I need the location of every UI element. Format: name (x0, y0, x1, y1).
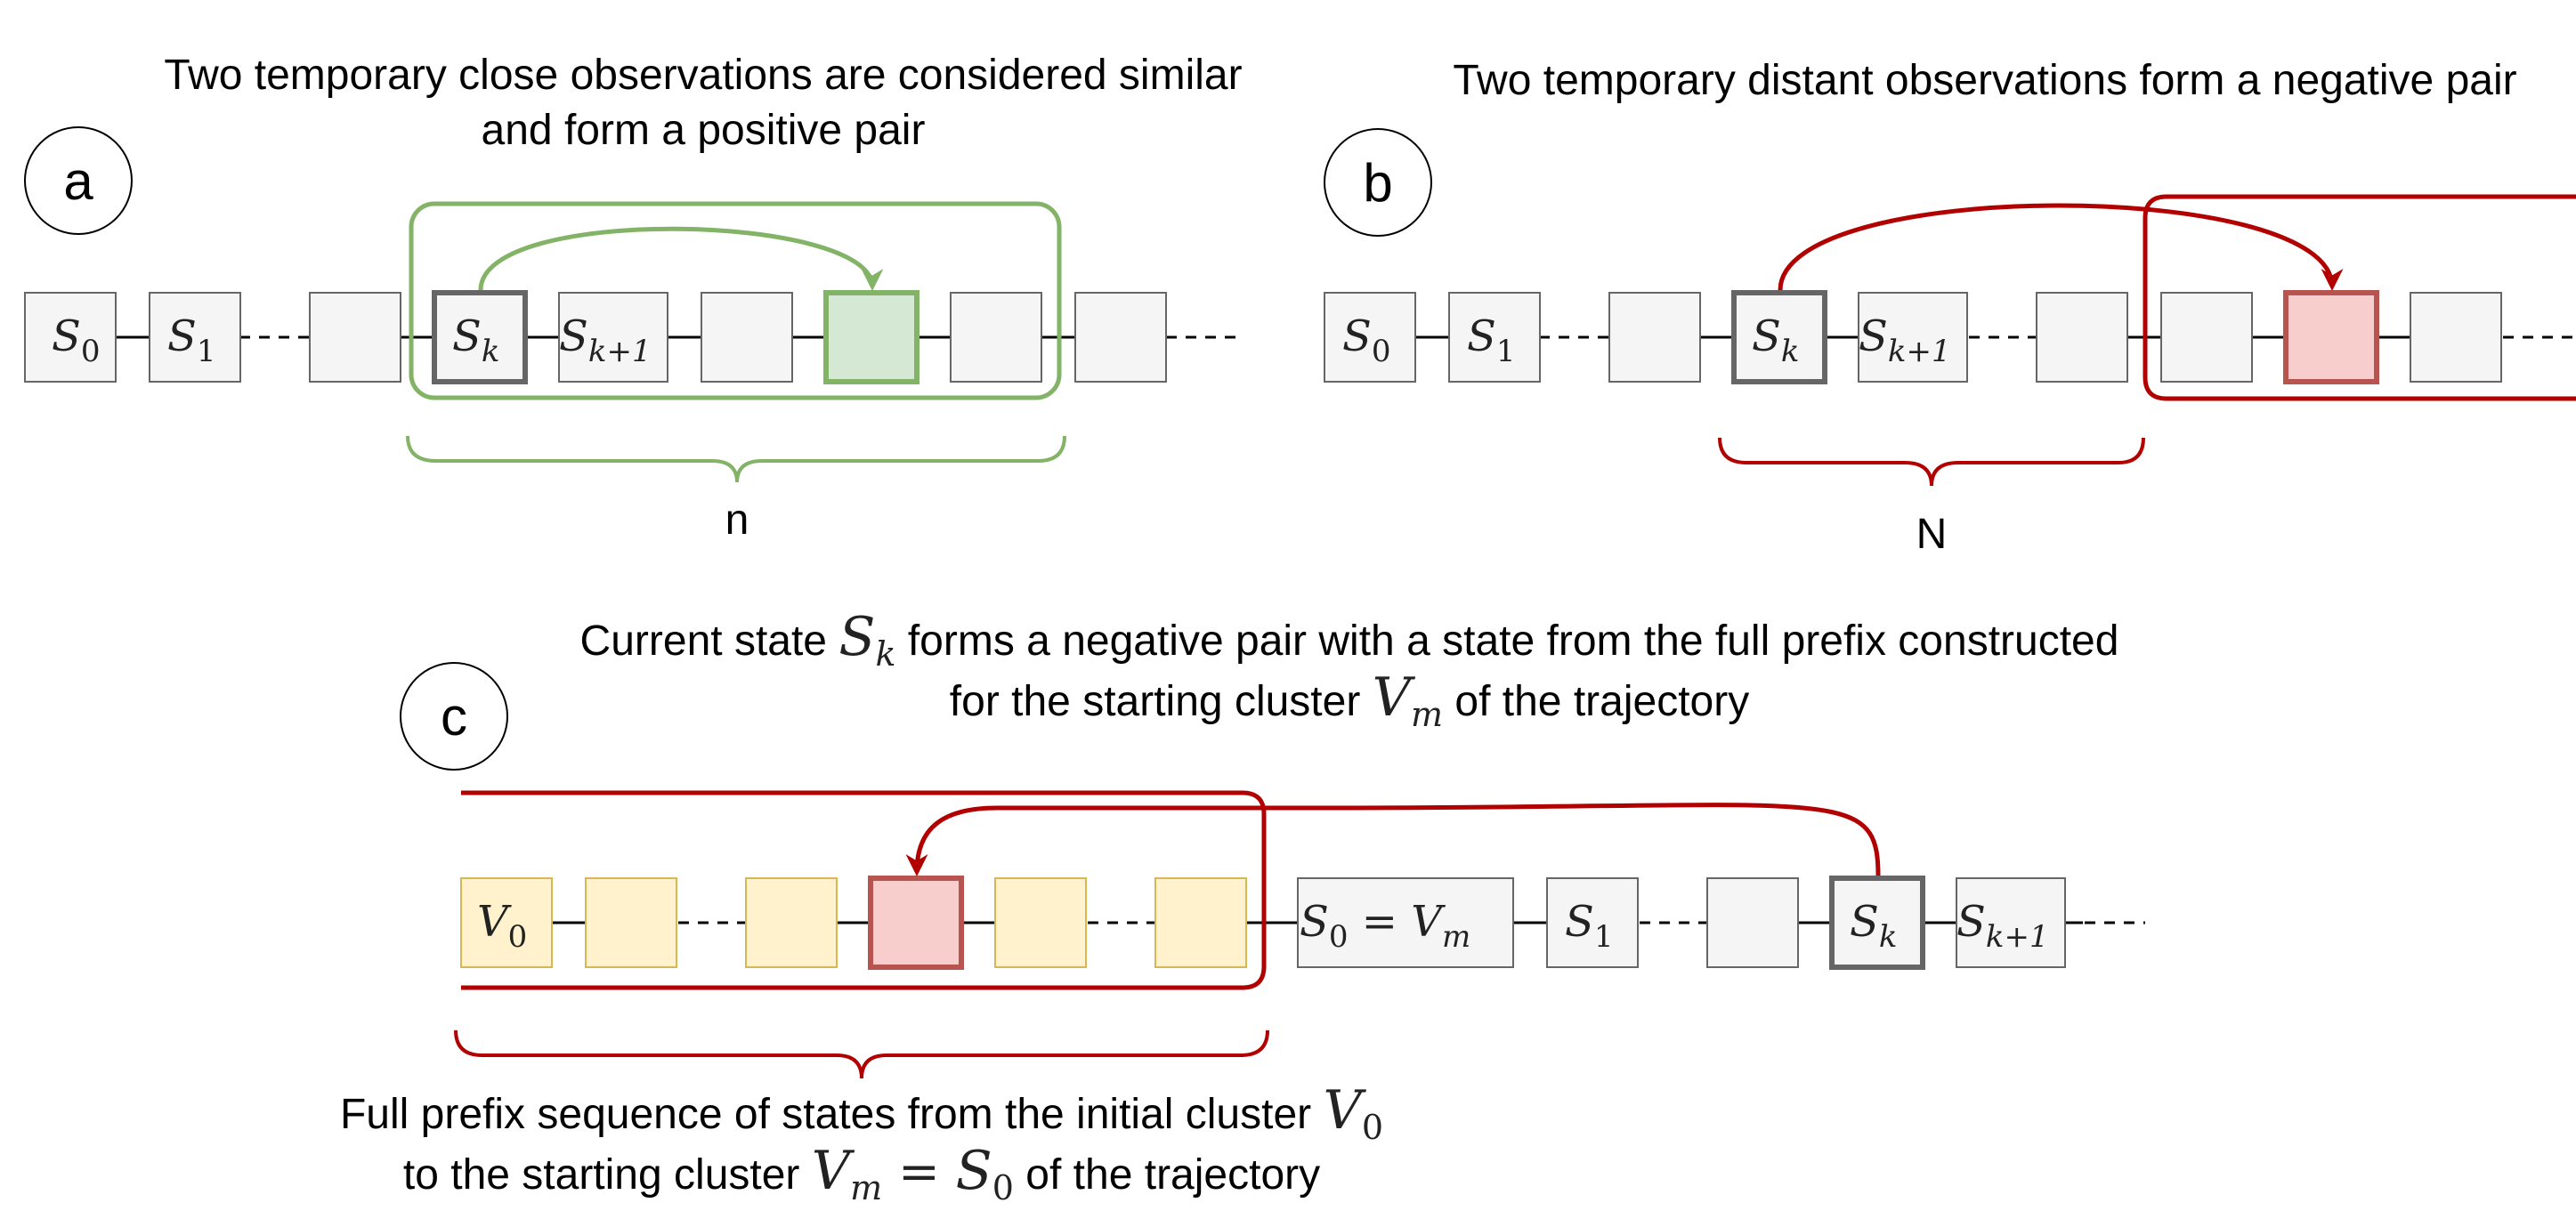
panel-c-bottom-line2: to the starting cluster Vm = S0 of the t… (403, 1140, 1320, 1207)
panel-a-state-sk (432, 290, 528, 384)
panel-b-state-sk (1731, 290, 1827, 384)
panel-c-letter-circle (400, 662, 508, 771)
panel-c-prefix-brace (454, 1029, 1269, 1079)
panel-c-state-blank (1706, 877, 1799, 968)
panel-c-negative-pair-arrow (905, 803, 1881, 876)
panel-c-s1-label: S1 (1565, 897, 1614, 955)
panel-c-state-s0-vm (1297, 877, 1514, 968)
panel-c-prefix-state-2 (745, 877, 838, 968)
panel-a-state-sk1 (558, 292, 668, 383)
panel-a-state-s1 (149, 292, 241, 383)
panel-c-prefix-state-4 (1154, 877, 1247, 968)
panel-b-letter: b (1363, 153, 1392, 213)
panel-c-prefix-state-3 (994, 877, 1087, 968)
panel-a-positive-pair-arrow (478, 226, 884, 291)
panel-a-positive-window (409, 201, 1062, 400)
panel-a-s1-label: S1 (167, 311, 216, 369)
panel-c-sk-label: Sk (1850, 897, 1898, 955)
panel-b-sk1-label: Sk+1 (1859, 311, 1951, 369)
panel-c-state-s1 (1546, 877, 1639, 968)
panel-a-window-brace (406, 435, 1066, 483)
panel-b-state-blank-2 (2036, 292, 2128, 383)
panel-b-s1-label: S1 (1467, 311, 1516, 369)
panel-a-state-blank-1 (309, 292, 401, 383)
panel-a-caption-line2: and form a positive pair (482, 107, 926, 154)
panel-a: Two temporary close observations are con… (24, 52, 1243, 544)
panel-a-sk-label: Sk (452, 311, 500, 369)
panel-c-negative-state (868, 876, 964, 970)
panel-c-state-sk1 (1956, 877, 2066, 968)
panel-b-s0-label: S0 (1342, 311, 1391, 369)
panel-c-v0-label: V0 (477, 897, 527, 955)
panel-c-state-v0 (460, 877, 553, 968)
panel-b-negative-state (2283, 290, 2379, 384)
panel-b: Two temporary distant observations form … (1324, 57, 2576, 558)
panel-b-state-sk1 (1858, 292, 1968, 383)
panel-a-state-s0 (24, 292, 117, 383)
panel-c-letter: c (441, 687, 467, 747)
panel-a-positive-state (823, 290, 919, 384)
panel-a-letter-circle (24, 126, 133, 235)
panel-a-window-label: n (725, 496, 749, 544)
panel-b-state-blank-4 (2410, 292, 2502, 383)
panel-c-caption-line2: for the starting cluster Vm of the traje… (950, 666, 1749, 734)
panel-c-caption-line1: Current state Sk forms a negative pair w… (580, 606, 2119, 674)
panel-b-state-s0 (1324, 292, 1416, 383)
panel-c-prefix-window (461, 790, 1267, 990)
panel-a-state-blank-3 (950, 292, 1042, 383)
panel-a-state-blank-4 (1074, 292, 1167, 383)
panel-c-bottom-line1: Full prefix sequence of states from the … (340, 1079, 1383, 1147)
panel-a-s0-label: S0 (52, 311, 101, 369)
panel-c: Current state Sk forms a negative pair w… (340, 606, 2145, 1207)
panel-b-sk-label: Sk (1752, 311, 1800, 369)
panel-a-caption-line1: Two temporary close observations are con… (164, 52, 1242, 99)
panel-a-letter: a (63, 151, 93, 211)
panel-a-state-blank-2 (701, 292, 793, 383)
panel-b-negative-pair-arrow (1778, 203, 2344, 291)
panel-b-state-s1 (1448, 292, 1541, 383)
panel-b-state-blank-3 (2160, 292, 2253, 383)
panel-b-gap-brace (1718, 437, 2145, 487)
panel-b-state-blank-1 (1608, 292, 1701, 383)
panel-b-letter-circle (1324, 128, 1432, 237)
panel-b-distant-window (2143, 194, 2576, 401)
panel-c-sk1-label: Sk+1 (1956, 897, 2049, 955)
panel-c-state-sk (1829, 876, 1925, 970)
panel-b-caption: Two temporary distant observations form … (1453, 57, 2516, 104)
panel-a-sk1-label: Sk+1 (559, 311, 652, 369)
panel-c-prefix-state-1 (585, 877, 677, 968)
panel-c-s0-vm-label: S0 = Vm (1300, 897, 1470, 955)
panel-b-gap-label: N (1916, 511, 1948, 558)
